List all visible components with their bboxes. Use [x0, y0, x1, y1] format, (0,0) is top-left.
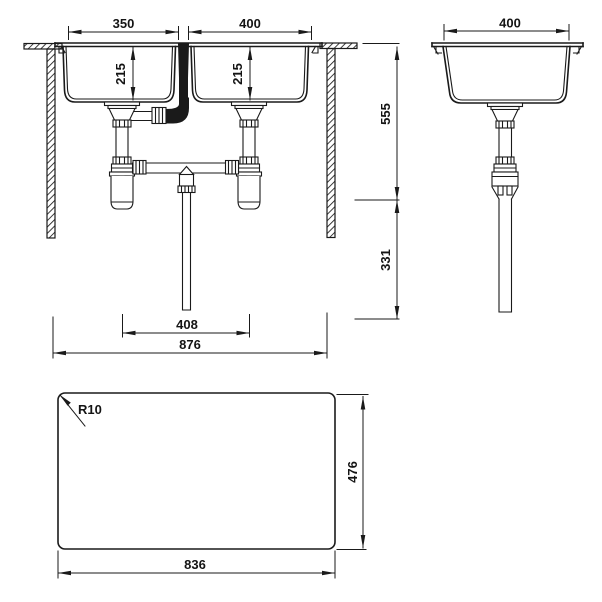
dim-label-front-bowl1-depth: 215	[113, 63, 128, 85]
side-view: 400	[431, 16, 584, 313]
dim-label-corner-radius: R10	[78, 402, 102, 417]
dim-front-bowl1-depth: 215	[113, 46, 136, 101]
drain-assembly-right	[230, 101, 268, 210]
dim-label-top-width: 836	[184, 557, 206, 572]
drain-assembly-side	[486, 102, 524, 313]
bowl-side	[442, 45, 571, 104]
overflow-pipe	[130, 43, 190, 125]
dim-label-front-bowl2-width: 400	[239, 16, 261, 31]
dim-label-side-bowl-width: 400	[499, 16, 521, 31]
dim-height-upper: 555	[362, 43, 400, 201]
drain-assembly-left	[103, 101, 141, 210]
dim-label-front-bowl2-depth: 215	[230, 63, 245, 85]
countertop-section-right	[319, 42, 358, 239]
dim-label-front-overall-width: 876	[179, 337, 201, 352]
drain-connecting-pipe	[131, 159, 240, 311]
dim-top-width: 836	[57, 550, 336, 579]
dim-label-front-drain-spacing: 408	[176, 317, 198, 332]
dim-front-overall-width: 876	[52, 312, 328, 359]
dim-top-depth: 476	[336, 394, 369, 550]
top-view-outline	[57, 392, 336, 550]
dim-side-bowl-width: 400	[443, 16, 570, 41]
dim-height-lower: 331	[354, 199, 400, 320]
dim-front-bowl2-depth: 215	[230, 46, 253, 101]
top-view: R10 476 836	[57, 392, 369, 579]
front-view: 350 400 215 215	[23, 16, 400, 359]
countertop-section-left	[23, 42, 63, 239]
dim-label-top-depth: 476	[345, 461, 360, 483]
dim-front-bowl1-width: 350	[68, 16, 179, 40]
dim-label-front-bowl1-width: 350	[113, 16, 135, 31]
dim-front-bowl2-width: 400	[188, 16, 312, 40]
dim-label-height-upper: 555	[378, 103, 393, 125]
sink-rim-side	[431, 42, 584, 55]
dim-front-drain-spacing: 408	[122, 314, 250, 338]
dim-label-height-lower: 331	[378, 249, 393, 271]
dim-corner-radius: R10	[59, 394, 102, 427]
